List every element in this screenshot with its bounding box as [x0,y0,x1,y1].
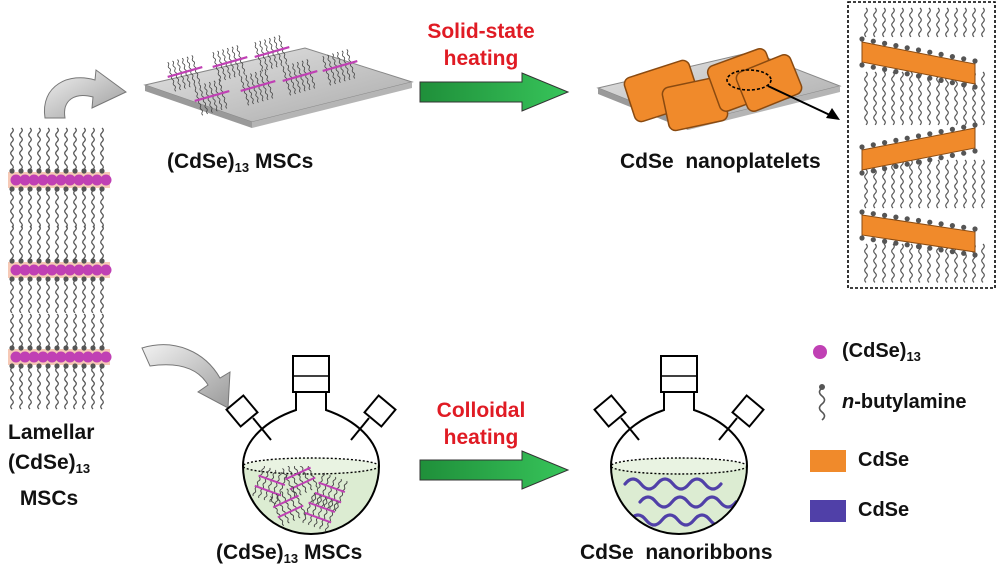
bottom-msc-tail: MSCs [298,541,363,564]
legend-amine-text: -butylamine [854,391,967,413]
colloidal-line1: Colloidal [436,399,526,422]
lamellar-label-line1: Lamellar [8,421,95,444]
bottom-msc-label: (CdSe)13 MSCs [216,541,362,566]
colloidal-line2: heating [443,426,519,449]
lamellar-cdse-text: (CdSe) [8,451,76,474]
lamellar-cdse-sub: 13 [75,461,91,476]
nanoplatelets-label: CdSe nanoplatelets [620,150,821,173]
top-msc-substrate [143,35,414,128]
solid-state-line2: heating [443,47,519,70]
legend-orange-label: CdSe [858,449,910,471]
zoom-box-nanoplatelet-detail [847,1,996,289]
legend-cluster-text: (CdSe) [842,340,907,362]
legend-purple-swatch [810,500,846,522]
top-msc-tail: MSCs [249,150,314,173]
green-arrow-solid-state [419,72,570,112]
legend-amine-icon [818,387,826,421]
bottom-msc-text: (CdSe) [216,541,284,564]
legend-amine-label: n-butylamine [842,391,966,414]
legend-orange-swatch [810,450,846,472]
lamellar-stack [8,127,112,410]
solid-state-heating-label: Solid-state heating [406,18,556,72]
zoom-ellipse [726,69,772,91]
nanoplatelet-orange-sheets [623,48,803,132]
top-msc-text: (CdSe) [167,150,235,173]
legend [810,345,846,522]
nanoplatelet-substrate [596,48,842,132]
flask-left [225,355,397,535]
legend-purple-label: CdSe [858,499,910,521]
legend-cluster-label: (CdSe)13 [842,340,921,364]
green-arrow-colloidal [419,450,570,490]
top-msc-label: (CdSe)13 MSCs [167,150,313,175]
lamellar-label-line2: (CdSe)13 [8,448,90,484]
curved-arrow-bottom [141,344,231,409]
lamellar-label: Lamellar (CdSe)13 MSCs [8,418,95,514]
solid-state-line1: Solid-state [427,20,535,43]
legend-cluster-icon [813,345,827,359]
legend-cluster-sub: 13 [906,349,921,364]
flask-right [593,355,765,535]
zoom-arrow [767,85,833,117]
curved-arrow-top [44,69,127,119]
nanoribbons-label: CdSe nanoribbons [580,541,773,564]
colloidal-heating-label: Colloidal heating [406,397,556,451]
bottom-msc-sub: 13 [283,551,299,566]
top-msc-sub: 13 [234,160,250,175]
legend-amine-prefix: n [842,391,855,413]
lamellar-label-line3: MSCs [19,487,79,510]
